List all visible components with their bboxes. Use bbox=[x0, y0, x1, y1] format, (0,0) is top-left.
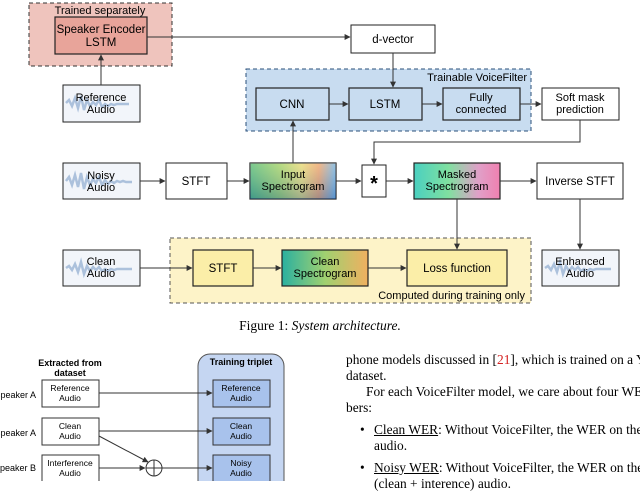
body-line-2: dataset. bbox=[346, 368, 387, 383]
lstm-node: LSTM bbox=[348, 87, 423, 121]
svg-text:d-vector: d-vector bbox=[372, 34, 414, 46]
loss-function-node: Loss function bbox=[406, 249, 508, 287]
audio-waveform-icon bbox=[65, 170, 132, 190]
speaker-a-label-2: Speaker A bbox=[0, 428, 36, 438]
trained-separately-label: Trained separately bbox=[55, 5, 146, 17]
bullet-noisy-wer-cont: (clean + interence) audio. bbox=[374, 476, 511, 491]
speaker-a-label-1: Speaker A bbox=[0, 390, 36, 400]
body-line-3: For each VoiceFilter model, we care abou… bbox=[366, 384, 640, 399]
bullet-noisy-wer: •Noisy WER: Without VoiceFilter, the WER… bbox=[360, 460, 640, 475]
speaker-b-label: Speaker B bbox=[0, 463, 36, 473]
svg-text:STFT: STFT bbox=[182, 176, 211, 188]
body-line-1: phone models discussed in [21], which is… bbox=[346, 352, 640, 367]
clean-stft-node: STFT bbox=[192, 249, 254, 287]
svg-text:STFT: STFT bbox=[209, 263, 238, 275]
architecture-diagram: Trained separately Trainable VoiceFilter… bbox=[0, 2, 624, 481]
audio-waveform-icon bbox=[65, 94, 129, 113]
figure1-caption: Figure 1: System architecture. bbox=[0, 318, 640, 334]
svg-text:Loss function: Loss function bbox=[423, 263, 491, 275]
body-text: phone models discussed in [21], which is… bbox=[346, 352, 640, 492]
cnn-node: CNN bbox=[255, 87, 330, 121]
figure2-arrows bbox=[98, 390, 213, 471]
svg-text:LSTM: LSTM bbox=[370, 99, 401, 111]
citation-link[interactable]: 21 bbox=[497, 352, 511, 367]
bullet-clean-wer: •Clean WER: Without VoiceFilter, the WER… bbox=[360, 422, 640, 437]
multiply-node: * bbox=[361, 164, 387, 198]
caption-prefix: Figure 1: bbox=[239, 318, 289, 333]
inverse-stft-node: Inverse STFT bbox=[536, 162, 624, 200]
bullet-clean-wer-cont: audio. bbox=[374, 438, 408, 453]
voicefilter-group-label: Trainable VoiceFilter bbox=[427, 72, 527, 84]
sum-icon bbox=[145, 459, 163, 477]
audio-waveform-icon bbox=[544, 257, 611, 279]
training-only-group-label: Computed during training only bbox=[378, 290, 525, 302]
audio-waveform-icon bbox=[65, 257, 132, 279]
svg-text:CNN: CNN bbox=[280, 99, 305, 111]
caption-title: System architecture. bbox=[291, 318, 401, 333]
figure1-arrows bbox=[98, 34, 583, 271]
training-triplet-header: Training triplet bbox=[210, 357, 273, 367]
svg-text:Inverse STFT: Inverse STFT bbox=[545, 176, 615, 188]
body-line-4: bers: bbox=[346, 400, 373, 415]
svg-text:*: * bbox=[370, 173, 378, 195]
stft-node: STFT bbox=[165, 162, 228, 200]
dvector-node: d-vector bbox=[350, 24, 436, 54]
